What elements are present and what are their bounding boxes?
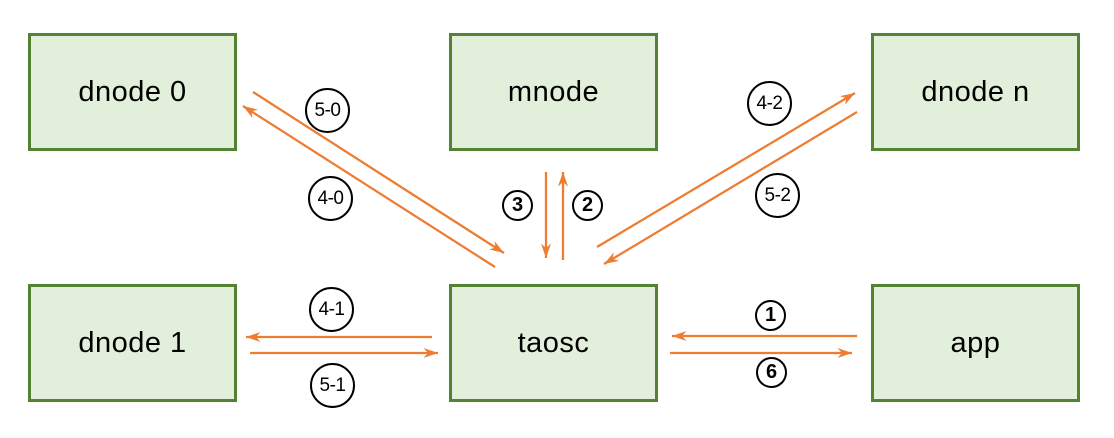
arrow-dnode0-to-taosc — [252, 91, 505, 254]
edge-label-5-1: 5-1 — [310, 363, 355, 408]
edge-label-5-2: 5-2 — [755, 173, 800, 218]
node-dnoden: dnode n — [871, 33, 1080, 151]
edge-label-2: 2 — [572, 190, 603, 221]
edge-label-1: 1 — [755, 300, 786, 331]
node-app: app — [871, 284, 1080, 402]
node-taosc: taosc — [449, 284, 658, 402]
node-dnode1: dnode 1 — [28, 284, 237, 402]
node-mnode: mnode — [449, 33, 658, 151]
edge-label-4-1: 4-1 — [309, 287, 354, 332]
edge-label-6: 6 — [756, 357, 787, 388]
edge-label-4-0: 4-0 — [308, 176, 353, 221]
arrow-taosc-to-dnode0 — [242, 105, 496, 268]
edge-label-4-2: 4-2 — [747, 81, 792, 126]
edge-label-5-0: 5-0 — [305, 88, 350, 133]
edge-label-3: 3 — [502, 190, 533, 221]
arrow-taosc-to-dnoden — [596, 92, 856, 248]
node-dnode0: dnode 0 — [28, 33, 237, 151]
arrow-dnoden-to-taosc — [603, 111, 858, 265]
